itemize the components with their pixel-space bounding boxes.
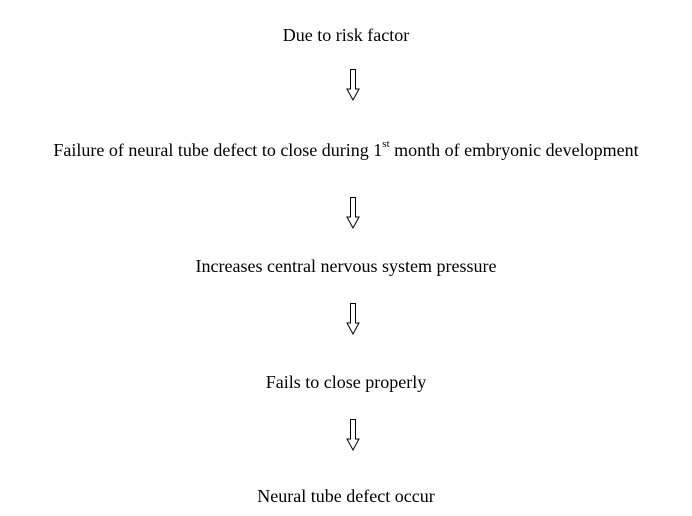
step-neural-tube-failure: Failure of neural tube defect to close d… [0,139,692,161]
ordinal-superscript: st [382,138,390,150]
step-risk-factor: Due to risk factor [282,25,410,45]
step-neural-tube-failure-text: Failure of neural tube defect to close d… [53,140,383,160]
step-fails-to-close: Fails to close properly [265,372,427,392]
step-neural-tube-failure-text-end: month of embryonic development [389,140,639,160]
down-arrow-icon [346,197,360,229]
down-arrow-icon [346,303,360,335]
step-defect-occurs: Neural tube defect occur [257,486,435,506]
step-cns-pressure: Increases central nervous system pressur… [195,256,497,276]
down-arrow-icon [346,419,360,451]
down-arrow-icon [346,69,360,101]
